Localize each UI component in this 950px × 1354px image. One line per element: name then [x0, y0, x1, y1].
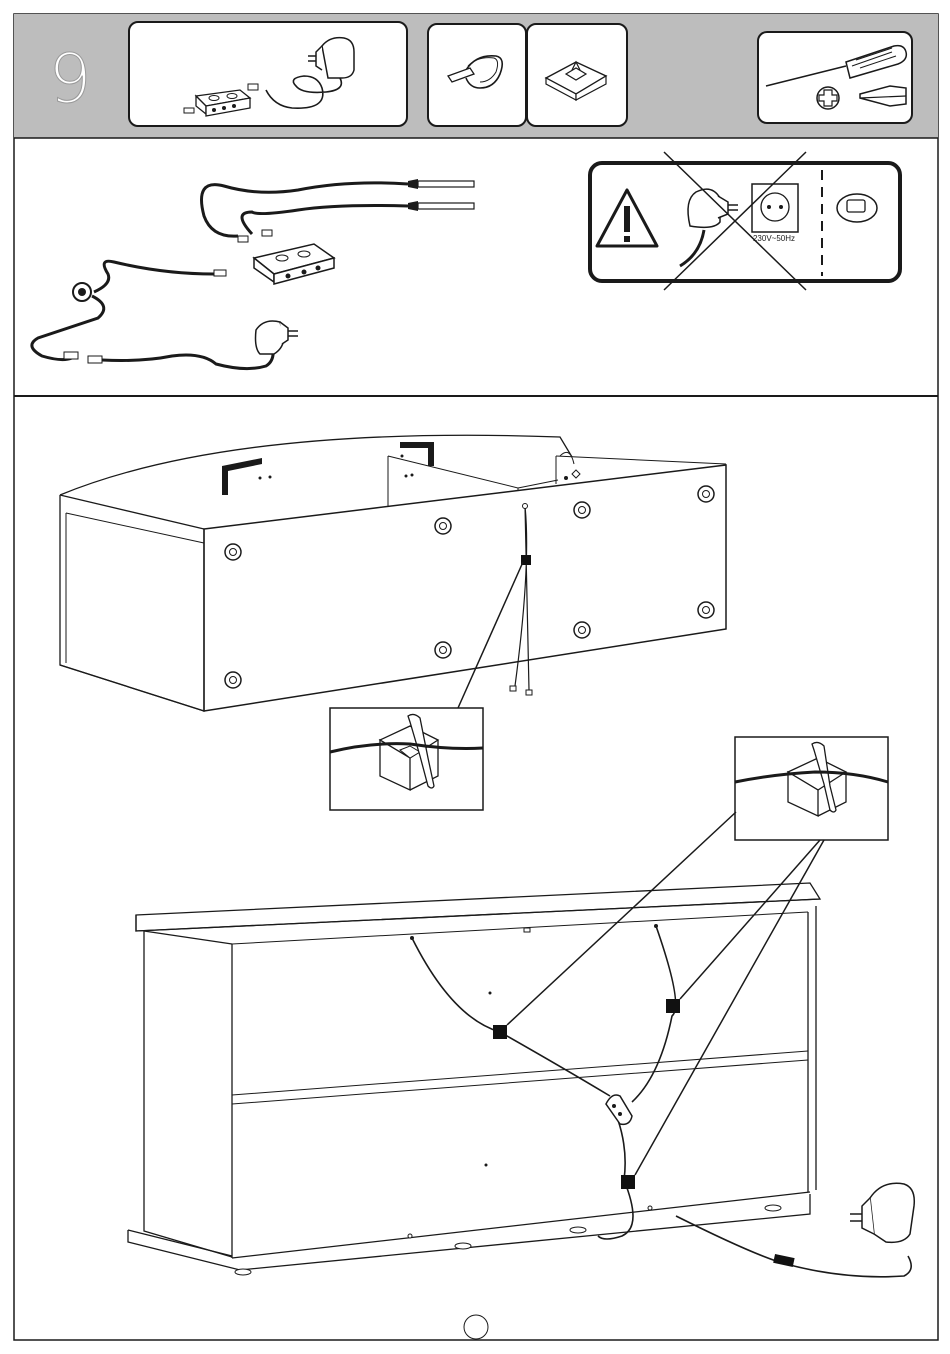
- warning-box: 230V~50Hz: [590, 152, 900, 290]
- parts-box-adapter-driver: [129, 22, 407, 126]
- step-number: 9: [48, 40, 91, 119]
- cabinet-rear-view: [128, 812, 914, 1277]
- cabinet-underside-view: [60, 435, 726, 711]
- cable-connector: [773, 1254, 794, 1267]
- wiring-overview: [32, 179, 474, 369]
- tools-box: [758, 32, 912, 123]
- socket-voltage-label: 230V~50Hz: [753, 234, 795, 243]
- mount-marker: [666, 999, 680, 1013]
- page-number-badge: [464, 1315, 488, 1339]
- switch-icon: [73, 283, 91, 301]
- detail-zoom-mount-1: [330, 708, 483, 810]
- mount-marker: [621, 1175, 635, 1189]
- led-driver-icon: [254, 244, 334, 284]
- wall-socket-icon: 230V~50Hz: [752, 184, 798, 243]
- mount-marker: [493, 1025, 507, 1039]
- power-adapter-icon: [256, 321, 299, 354]
- detail-zoom-mount-2: [735, 737, 888, 840]
- led-driver-icon: [606, 1095, 632, 1124]
- switch-icon: [837, 194, 877, 222]
- phillips-head-icon: [817, 87, 839, 109]
- parts-box-adhesive-mount: [527, 24, 627, 126]
- power-adapter-icon: [850, 1183, 914, 1242]
- parts-box-cable-tie: [428, 24, 526, 126]
- led-strip-icon: [408, 179, 474, 211]
- header-band: 9: [14, 14, 938, 138]
